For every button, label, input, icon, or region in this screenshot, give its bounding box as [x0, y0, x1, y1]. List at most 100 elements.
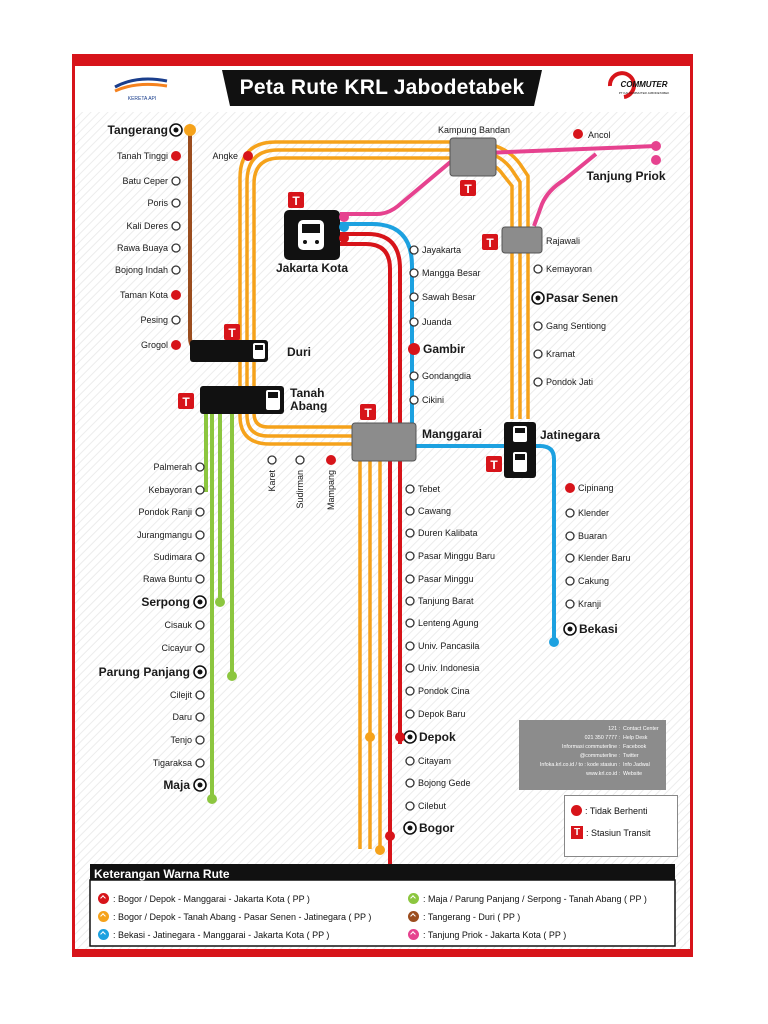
kai-logo: KERETA API: [114, 77, 168, 102]
station-tanjung-barat: Tanjung Barat: [418, 596, 474, 606]
station-daru: Daru: [172, 712, 192, 722]
train-icon: [266, 390, 280, 410]
station-markers-east: [531, 129, 661, 636]
station-bojong-gede: Bojong Gede: [418, 778, 471, 788]
contact-row-5-left: Infoka.krl.co.id / to : kode stasiun :: [539, 762, 620, 768]
station-pondok-ranji: Pondok Ranji: [138, 507, 192, 517]
station-citayam: Citayam: [418, 756, 451, 766]
station-tanah-tinggi: Tanah Tinggi: [117, 151, 168, 161]
route-map-poster: T T T T T T T: [72, 54, 693, 957]
legend-item-red: : Bogor / Depok - Manggarai - Jakarta Ko…: [98, 893, 310, 904]
manggarai-box: [351, 422, 417, 462]
key-transit: T : Stasiun Transit: [571, 826, 651, 839]
tanah-abang-box: [200, 386, 284, 414]
station-tanjung-priok: Tanjung Priok: [586, 169, 665, 183]
station-tanah-abang-line1: Tanah: [290, 386, 324, 400]
jatinegara-box: [504, 422, 536, 478]
kampung-bandan-box: [449, 137, 497, 177]
duri-box: [190, 340, 268, 362]
contact-row-3-left: Informasi commuterline :: [562, 744, 620, 750]
station-buaran: Buaran: [578, 531, 607, 541]
line-red: [340, 242, 392, 864]
line-blue: [340, 222, 556, 644]
station-univ-indonesia: Univ. Indonesia: [418, 663, 479, 673]
station-cikini: Cikini: [422, 395, 444, 405]
key-not-stop-label: : Tidak Berhenti: [585, 805, 648, 816]
brown-route-icon: [408, 911, 419, 922]
station-kranji: Kranji: [578, 599, 601, 609]
station-kampung-bandan: Kampung Bandan: [438, 125, 510, 135]
station-cicayur: Cicayur: [161, 643, 192, 653]
legend-label: : Maja / Parung Panjang / Serpong - Tana…: [423, 893, 647, 904]
rajawali-box: [501, 226, 543, 254]
station-kebayoran: Kebayoran: [148, 485, 192, 495]
transit-marker: T: [178, 393, 194, 409]
legend-label: : Tangerang - Duri ( PP ): [423, 911, 521, 922]
station-pasar-minggu: Pasar Minggu: [418, 574, 474, 584]
station-taman-kota: Taman Kota: [120, 290, 168, 300]
contact-row-2-right: Help Desk: [623, 735, 648, 741]
station-cakung: Cakung: [578, 576, 609, 586]
station-sudimara: Sudimara: [153, 552, 192, 562]
station-tebet: Tebet: [418, 484, 441, 494]
bottom-border: [72, 949, 693, 957]
not-stop-icon: [571, 805, 582, 816]
svg-text:T: T: [490, 458, 498, 472]
top-border: [72, 54, 693, 66]
station-juanda: Juanda: [422, 317, 452, 327]
station-pasar-senen: Pasar Senen: [546, 291, 618, 305]
train-icon: [513, 452, 527, 472]
station-karet: Karet: [267, 470, 277, 492]
legend-item-green: : Maja / Parung Panjang / Serpong - Tana…: [408, 893, 647, 904]
contact-row-1-right: Contact Center: [623, 726, 659, 732]
svg-text:T: T: [182, 395, 190, 409]
train-icon: [253, 343, 265, 359]
station-depok: Depok: [419, 730, 456, 744]
legend-label: : Bogor / Depok - Tanah Abang - Pasar Se…: [113, 911, 372, 922]
station-markers-central: [408, 245, 420, 405]
station-palmerah: Palmerah: [153, 462, 192, 472]
title-banner: [222, 70, 542, 106]
station-mampang: Mampang: [326, 470, 336, 510]
green-route-icon: [408, 893, 419, 904]
station-pondok-cina: Pondok Cina: [418, 686, 470, 696]
line-pink-2: [532, 152, 598, 227]
pink-route-icon: [408, 929, 419, 940]
station-jakarta-kota: Jakarta Kota: [276, 261, 348, 275]
station-pesing: Pesing: [140, 315, 168, 325]
station-cawang: Cawang: [418, 506, 451, 516]
station-pondok-jati: Pondok Jati: [546, 377, 593, 387]
station-cilebut: Cilebut: [418, 801, 447, 811]
legend-label: : Bekasi - Jatinegara - Manggarai - Jaka…: [113, 929, 330, 940]
legend-header-band: [90, 864, 675, 880]
station-mangga-besar: Mangga Besar: [422, 268, 481, 278]
station-markers-tangerang: [169, 123, 253, 350]
train-icon: [513, 426, 527, 442]
contact-info-box: 121 : Contact Center 021 350 7777 : Help…: [519, 720, 666, 790]
kai-logo-text: KERETA API: [128, 96, 157, 102]
station-duren-kalibata: Duren Kalibata: [418, 528, 478, 538]
station-klender: Klender: [578, 508, 609, 518]
station-depok-baru: Depok Baru: [418, 709, 466, 719]
blue-route-icon: [98, 929, 109, 940]
station-cilejit: Cilejit: [170, 690, 193, 700]
contact-row-6-left: www.krl.co.id :: [586, 771, 620, 777]
station-kali-deres: Kali Deres: [126, 221, 168, 231]
station-sudirman: Sudirman: [295, 470, 305, 509]
station-pasar-minggu-baru: Pasar Minggu Baru: [418, 551, 495, 561]
legend-label: : Bogor / Depok - Manggarai - Jakarta Ko…: [113, 893, 310, 904]
station-ancol: Ancol: [588, 130, 611, 140]
symbol-key: : Tidak Berhenti T : Stasiun Transit: [564, 795, 678, 857]
station-tanah-abang-line2: Abang: [290, 399, 327, 413]
station-maja: Maja: [163, 778, 190, 792]
transit-marker: T: [486, 456, 502, 472]
station-rawa-buaya: Rawa Buaya: [117, 243, 168, 253]
station-markers-green: [193, 462, 207, 792]
station-bekasi: Bekasi: [579, 622, 618, 636]
station-kramat: Kramat: [546, 349, 576, 359]
station-klender-baru: Klender Baru: [578, 553, 631, 563]
commuter-logo-text: COMMUTER: [620, 80, 667, 89]
station-markers-south: [403, 484, 417, 835]
station-batu-ceper: Batu Ceper: [122, 176, 168, 186]
station-markers-tanah-abang-manggarai: [267, 455, 336, 465]
